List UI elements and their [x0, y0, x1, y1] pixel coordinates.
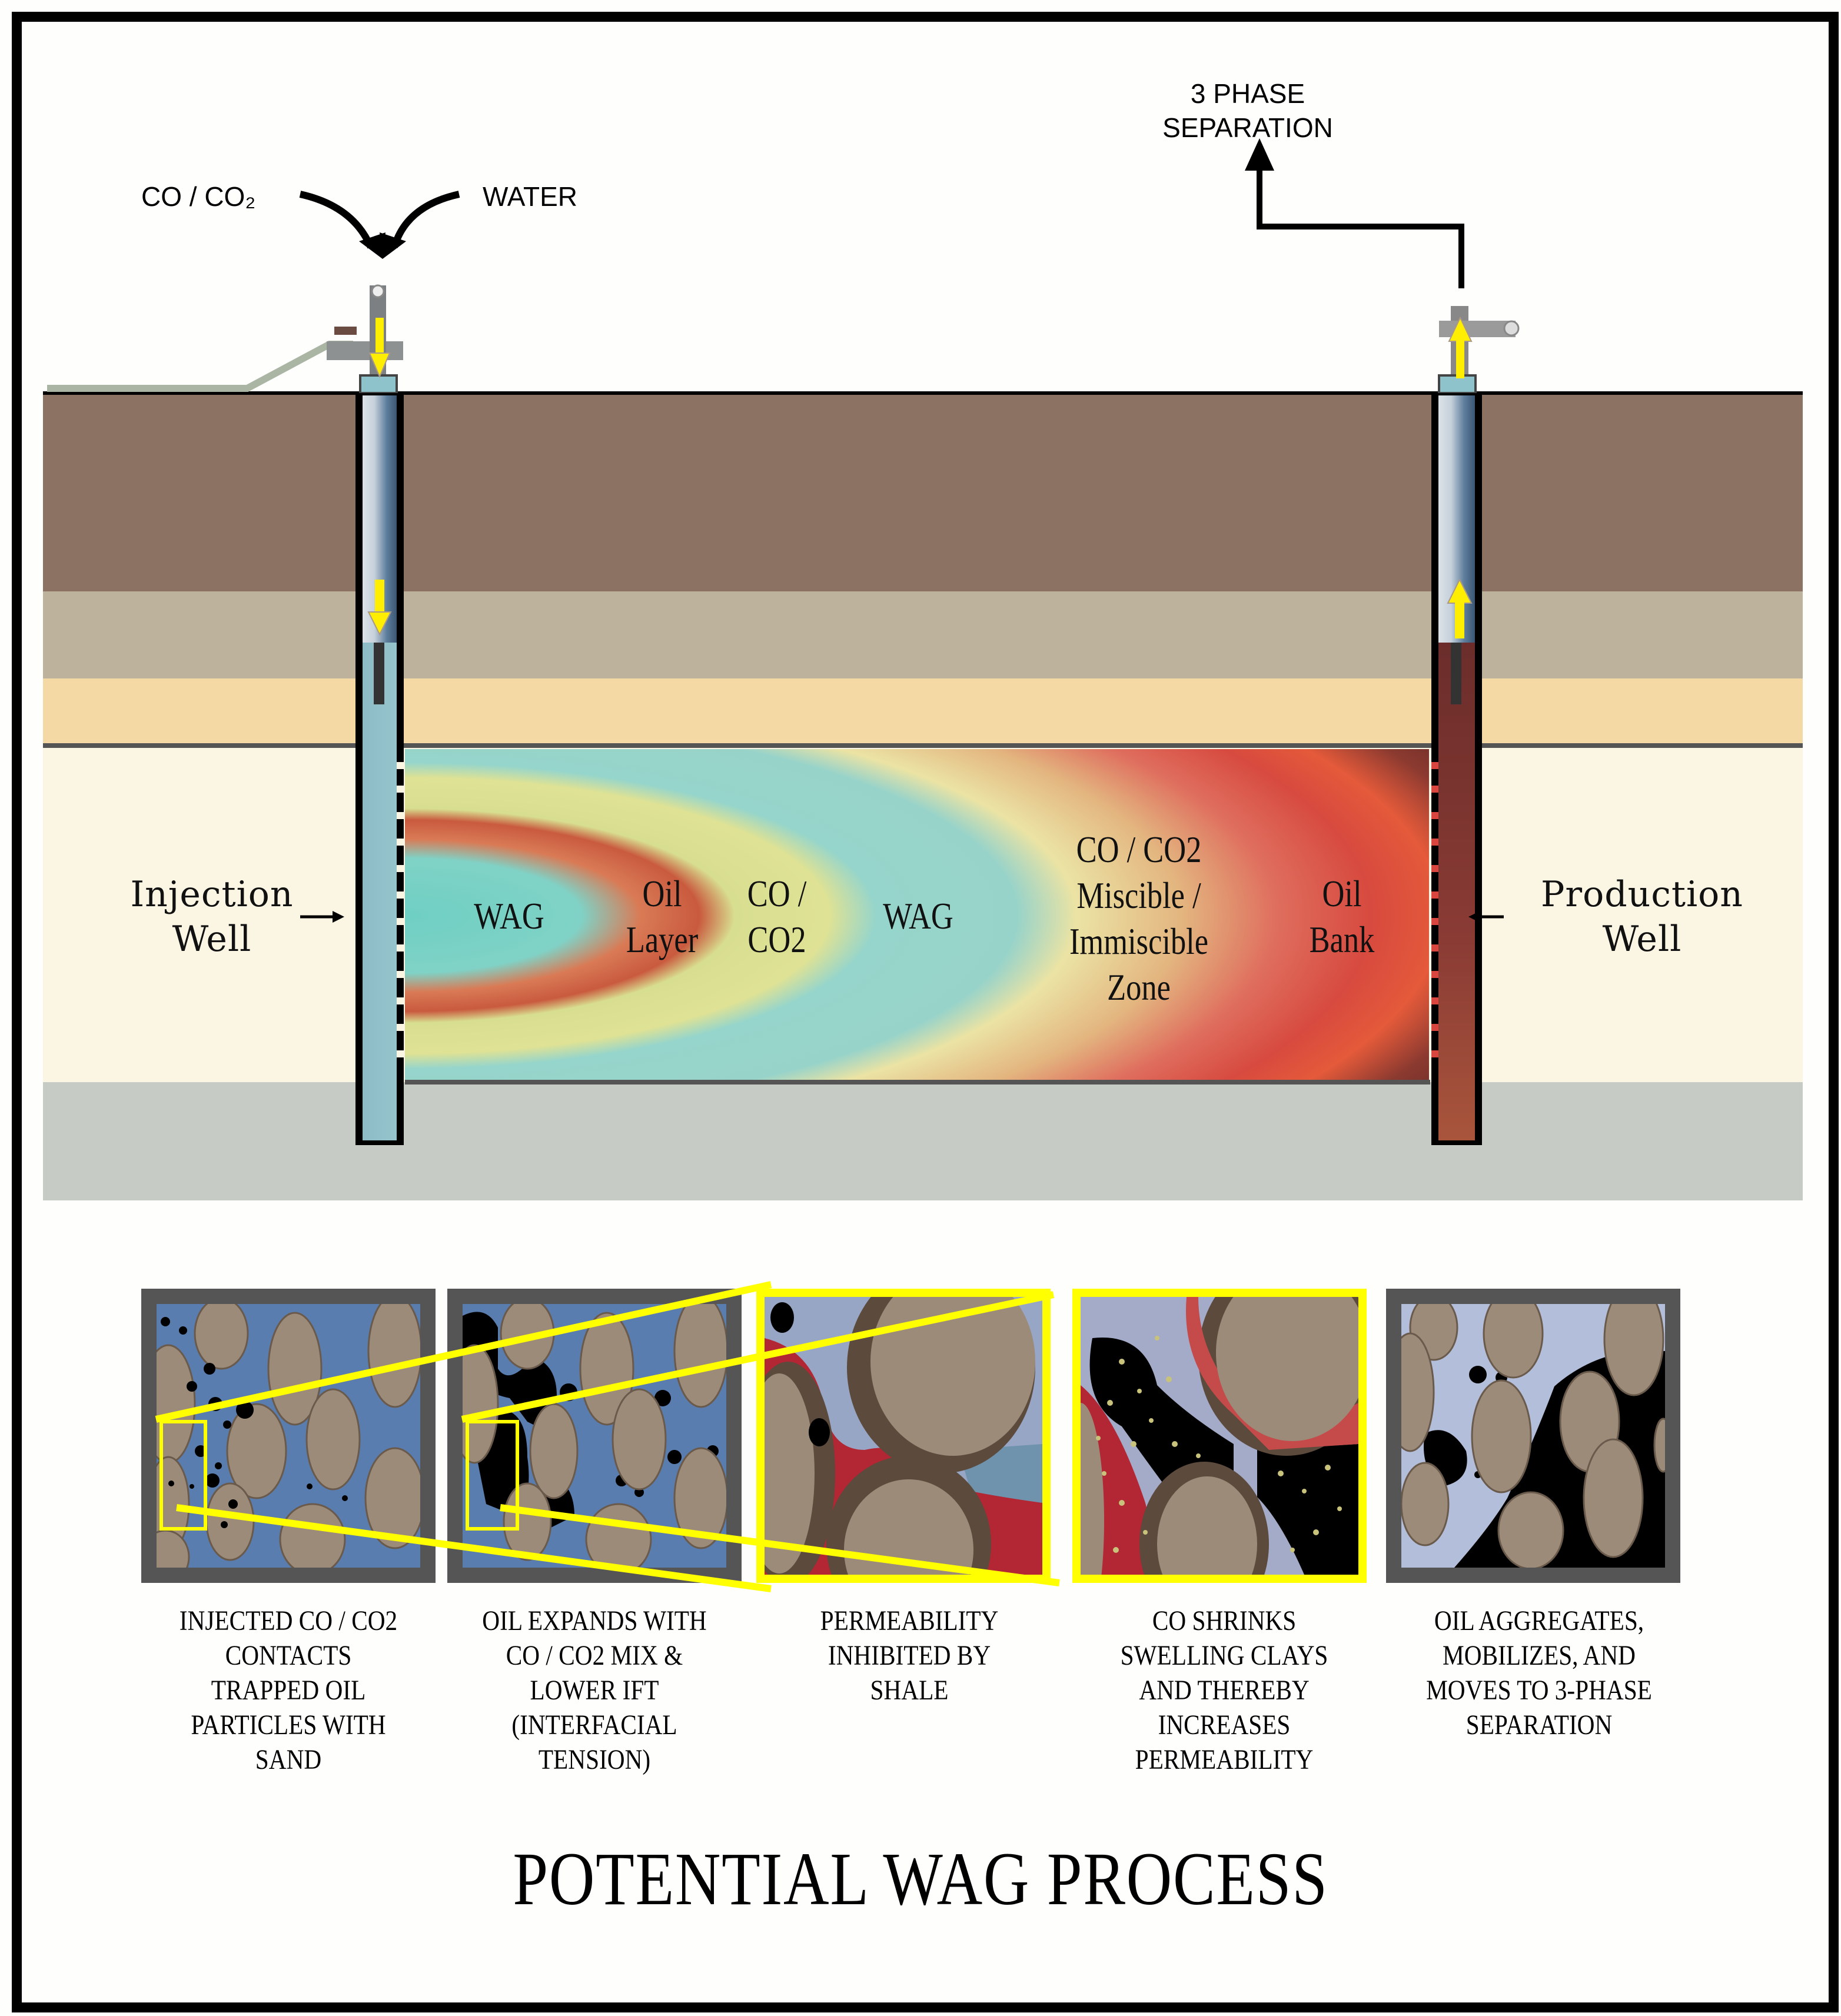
panel-caption-1: INJECTED CO / CO2 CONTACTS TRAPPED OIL P… — [179, 1605, 398, 1775]
panel-caption-2: OIL EXPANDS WITH CO / CO2 MIX & LOWER IF… — [482, 1605, 707, 1775]
zone-label-wag-2: WAG — [870, 893, 966, 939]
injection-well-label: Injection Well — [118, 872, 306, 962]
stratum-overburden — [43, 393, 1803, 591]
zone-label-line: Immiscible — [1069, 920, 1209, 962]
stratum-gray-sand — [43, 591, 1803, 678]
separation-label-line1: 3 PHASE — [1190, 78, 1305, 109]
zone-label-line: CO2 — [747, 919, 806, 960]
production-flow-arrow-bottom — [1447, 578, 1473, 638]
zone-label-line: Zone — [1107, 966, 1171, 1008]
zone-label-line: Oil — [642, 873, 682, 914]
panel-caption-3: PERMEABILITY INHIBITED BY SHALE — [820, 1605, 999, 1706]
injection-flow-arrow-bottom — [367, 580, 392, 636]
injection-flow-arrow-top — [368, 318, 391, 378]
pore-panel-3 — [753, 1285, 1054, 1586]
production-well-label: Production Well — [1530, 872, 1754, 962]
pore-panel-5 — [1386, 1289, 1680, 1583]
injection-well-perforations — [397, 762, 404, 1057]
zone-label-oil-layer: Oil Layer — [612, 871, 713, 963]
zone-label-line: Bank — [1309, 919, 1375, 960]
water-input-arrowhead-icon — [380, 232, 406, 259]
zoom-connector-lines — [155, 1281, 1060, 1592]
zone-label-line: WAG — [474, 895, 544, 937]
production-well-label-line1: Production — [1541, 874, 1743, 915]
pore-panel-4 — [1069, 1285, 1370, 1586]
separation-label-line2: SEPARATION — [1162, 112, 1333, 143]
co-co2-input-arrowhead-icon — [359, 232, 386, 259]
production-flow-arrow-top — [1448, 316, 1473, 378]
injection-well-pointer-arrow — [300, 911, 344, 923]
separation-label: 3 PHASE SEPARATION — [1142, 76, 1354, 145]
pore-panel-5-image — [1401, 1304, 1665, 1568]
zone-label-line: Miscible / — [1076, 874, 1201, 916]
production-well-packer — [1451, 643, 1461, 704]
reservoir-zones — [405, 749, 1429, 1082]
water-input-arrow — [391, 191, 460, 248]
injection-well-fluid — [363, 643, 397, 1140]
zone-label-miscible-zone: CO / CO2 Miscible / Immiscible Zone — [1055, 827, 1224, 1010]
zoom-line-bottom-2 — [500, 1504, 1060, 1586]
zone-label-line: WAG — [883, 895, 953, 937]
production-well-fluid — [1438, 643, 1475, 1140]
zoom-line-top-1 — [155, 1281, 772, 1423]
production-well-pointer-arrow — [1468, 911, 1504, 923]
panel-caption-5: OIL AGGREGATES, MOBILIZES, AND MOVES TO … — [1426, 1605, 1652, 1741]
zone-label-line: CO / — [747, 873, 807, 914]
co-co2-input-arrow — [299, 191, 374, 249]
injection-wellhead-tee — [327, 341, 403, 360]
injection-well-label-line2: Well — [172, 919, 252, 960]
pore-panel-2 — [447, 1289, 742, 1583]
stratum-tan-sand — [43, 678, 1803, 746]
zoom-line-bottom-1 — [176, 1504, 772, 1592]
zoom-line-top-2 — [461, 1291, 1055, 1423]
co-co2-input-label: CO / CO₂ — [141, 181, 256, 212]
production-wellhead-gauge — [1503, 320, 1520, 337]
stratum-base-rock — [43, 1082, 1803, 1200]
production-well-label-line2: Well — [1602, 919, 1682, 960]
separation-arrowhead-icon — [1245, 138, 1274, 171]
injection-well-label-line1: Injection — [130, 874, 294, 915]
zone-label-oil-bank: Oil Bank — [1294, 871, 1390, 963]
production-well-perforations — [1431, 762, 1438, 1057]
zone-label-line: CO / CO2 — [1076, 829, 1202, 870]
injection-wellhead-cap — [371, 284, 385, 298]
injection-wellhead-valve — [334, 327, 357, 335]
production-outlet-line — [1257, 168, 1464, 288]
wag-cross-section — [43, 138, 1803, 1200]
diagram-title: POTENTIAL WAG PROCESS — [513, 1837, 1328, 1921]
injection-well-packer — [374, 643, 384, 704]
pore-panel-4-image — [1081, 1297, 1358, 1575]
zone-label-line: Layer — [626, 919, 699, 960]
water-input-label: WATER — [483, 181, 577, 212]
zone-label-co-co2: CO / CO2 — [733, 871, 820, 963]
panel-caption-4: CO SHRINKS SWELLING CLAYS AND THEREBY IN… — [1120, 1605, 1328, 1775]
pore-panel-3-image — [765, 1297, 1042, 1575]
zone-label-line: Oil — [1322, 873, 1362, 914]
zone-label-wag-1: WAG — [461, 893, 557, 939]
